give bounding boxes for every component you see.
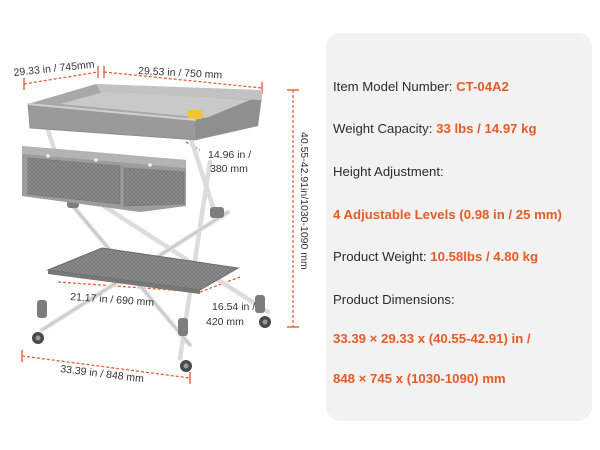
caster-wheels: [32, 316, 271, 372]
tray-depth-label-line1: 14.96 in /: [208, 149, 251, 161]
spec-height-value: 4 Adjustable Levels (0.98 in / 25 mm): [333, 207, 562, 222]
spec-dimensions-value-line1: 33.39 × 29.33 x (40.55-42.91) in /: [333, 331, 531, 346]
spec-model-label: Item Model Number:: [333, 79, 457, 94]
spec-model-number: Item Model Number: CT-04A2: [333, 79, 509, 95]
spec-height-label: Height Adjustment:: [333, 164, 444, 179]
dimension-lines: [21, 71, 294, 379]
changing-pad: [27, 84, 262, 141]
changing-table-illustration: 29.33 in / 745mm 29.53 in / 750 mm 14.96…: [13, 59, 310, 386]
shelf-depth-label-line1: 16.54 in /: [212, 301, 255, 313]
spec-panel: [326, 33, 592, 421]
dimension-ticks: [21, 66, 299, 384]
tray-depth-label-line2: 380 mm: [210, 163, 248, 175]
height-label: 40.55-42.91in/1030-1090 mm: [298, 132, 310, 270]
shelf-depth-label-line2: 420 mm: [206, 316, 244, 328]
spec-dimensions-label: Product Dimensions:: [333, 292, 455, 307]
spec-capacity-label: Weight Capacity:: [333, 121, 437, 136]
shelf-width-label: 21.17 in / 690 mm: [70, 291, 155, 309]
top-width-label: 29.53 in / 750 mm: [138, 65, 223, 81]
top-depth-label: 29.33 in / 745mm: [13, 59, 95, 79]
spec-product-weight: Product Weight: 10.58lbs / 4.80 kg: [333, 249, 538, 265]
spec-model-value: CT-04A2: [456, 79, 509, 94]
spec-dimensions-value-line2: 848 × 745 x (1030-1090) mm: [333, 371, 506, 386]
spec-product-weight-label: Product Weight:: [333, 249, 431, 264]
leg-joints: [37, 198, 265, 336]
spec-weight-capacity: Weight Capacity: 33 lbs / 14.97 kg: [333, 121, 537, 137]
storage-basket: [22, 146, 186, 212]
bottom-shelf: [46, 247, 240, 294]
spec-product-weight-value: 10.58lbs / 4.80 kg: [430, 249, 539, 264]
spec-capacity-value: 33 lbs / 14.97 kg: [436, 121, 537, 136]
